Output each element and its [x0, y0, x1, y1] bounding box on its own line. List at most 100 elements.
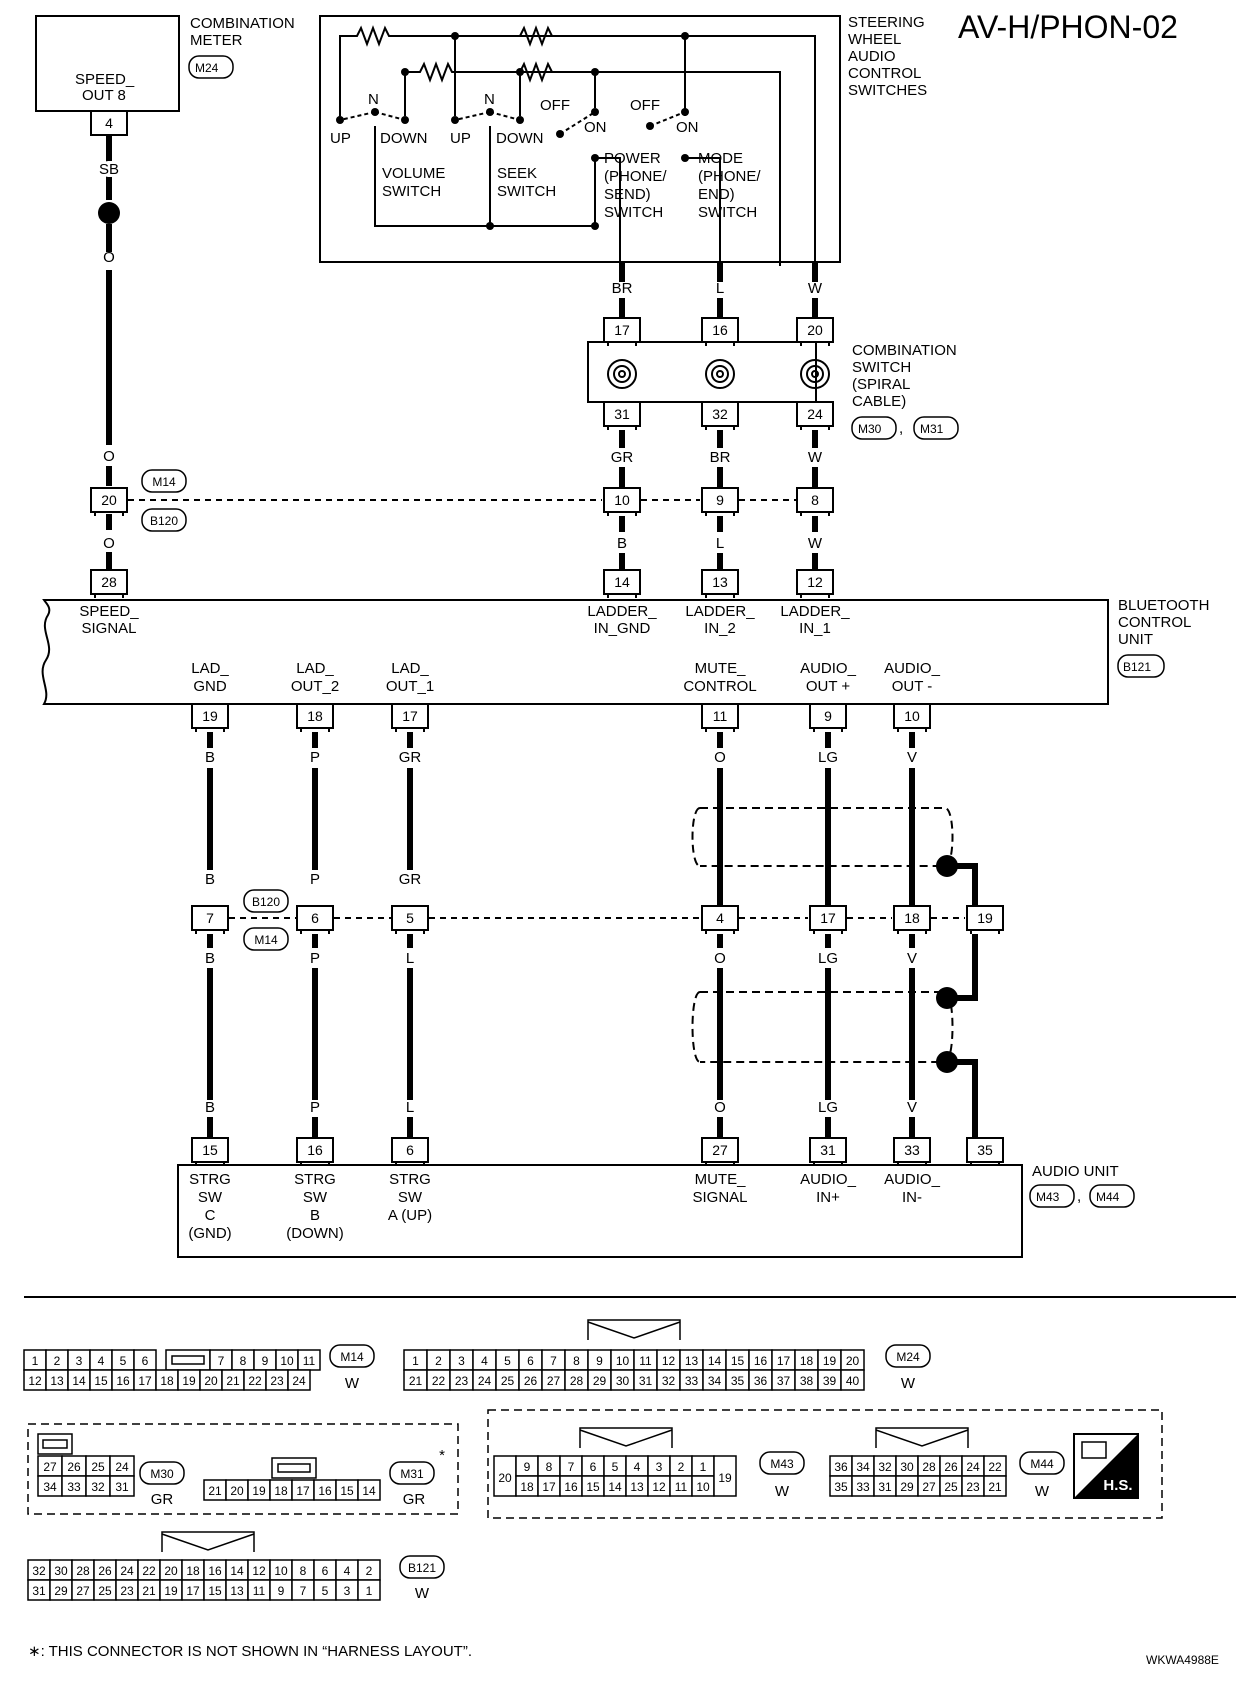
- m14-cavity: 1: [32, 1354, 39, 1368]
- wire-color-label: B: [205, 950, 215, 967]
- b121-cavity: 9: [278, 1584, 285, 1598]
- m24-cavity: 15: [731, 1354, 745, 1368]
- m31-cavity: 14: [362, 1484, 376, 1498]
- m30-cavity: 24: [115, 1460, 129, 1474]
- m30-cavity: 27: [43, 1460, 57, 1474]
- m43-cavity: 11: [675, 1480, 688, 1494]
- volume-label-1: VOLUME: [382, 165, 445, 182]
- joint-lower-pin: 6: [311, 910, 319, 926]
- btu-conn: B121: [1123, 660, 1151, 674]
- m24-cavity: 22: [432, 1374, 446, 1388]
- m24-cavity: 30: [616, 1374, 630, 1388]
- spiral-bottom-pin: 31: [614, 406, 630, 422]
- b121-cavity: 26: [98, 1564, 112, 1578]
- wire-color-label: W: [808, 535, 823, 552]
- m24-cavity: 5: [504, 1354, 511, 1368]
- b121-cavity: 19: [164, 1584, 178, 1598]
- m44-cavity: 34: [856, 1460, 870, 1474]
- audio-pin: 31: [820, 1142, 836, 1158]
- shield-joint-pin: 19: [977, 910, 993, 926]
- power-label-4: SWITCH: [604, 204, 663, 221]
- m43-cavity: 5: [612, 1460, 619, 1474]
- pin-box: [391, 905, 429, 931]
- cavity-lock: [37, 1433, 73, 1455]
- b121-color: W: [415, 1585, 430, 1602]
- m43-cavity: 12: [652, 1480, 666, 1494]
- btu-terminal-name: IN_1: [799, 620, 831, 637]
- audio-terminal-name: MUTE_: [695, 1171, 746, 1188]
- wire-color-label: P: [310, 749, 320, 766]
- spiral-title-1: COMBINATION: [852, 342, 957, 359]
- wire-color-sb: SB: [99, 161, 119, 178]
- b121-cavity: 10: [274, 1564, 288, 1578]
- pin-box: [966, 1137, 1004, 1163]
- m31-cavity: 18: [274, 1484, 288, 1498]
- pin-box: [191, 1137, 229, 1163]
- audio-terminal-name: SW: [398, 1189, 423, 1206]
- m43-cavity: 6: [590, 1460, 597, 1474]
- b121-cavity: 13: [230, 1584, 244, 1598]
- m24-cavity: 35: [731, 1374, 745, 1388]
- volume-n: N: [368, 91, 379, 108]
- m43-cavity: 10: [696, 1480, 710, 1494]
- pin-box: [701, 905, 739, 931]
- m30-cavity: 31: [115, 1480, 129, 1494]
- connector-badge: [243, 889, 289, 913]
- splice-dot: [98, 202, 120, 224]
- audio-terminal-name: (GND): [188, 1225, 231, 1242]
- pin-box: [191, 905, 229, 931]
- m31-cavity: 20: [230, 1484, 244, 1498]
- mode-off: OFF: [630, 97, 660, 114]
- m24-cavity: 24: [478, 1374, 492, 1388]
- meter-title-line1: COMBINATION: [190, 15, 295, 32]
- m43-cavity: 9: [524, 1460, 531, 1474]
- spiral-title-4: CABLE): [852, 393, 906, 410]
- b121-cavity: 1: [366, 1584, 373, 1598]
- joint-upper-conn-a: M14: [152, 475, 176, 489]
- wire-color-label: LG: [818, 749, 838, 766]
- pin-box: [90, 487, 128, 513]
- m31-star: *: [439, 1447, 445, 1464]
- wire-color-label: W: [808, 449, 823, 466]
- cavity: [713, 1455, 737, 1497]
- joint-lower-conn-a: B120: [252, 895, 280, 909]
- btu-top-pin: 12: [807, 574, 823, 590]
- wire-bg: SB: [99, 161, 119, 178]
- pin-box: [701, 703, 739, 729]
- m24-cavity: 33: [685, 1374, 699, 1388]
- m24-cavity: 21: [409, 1374, 423, 1388]
- pin-box: [809, 905, 847, 931]
- connector-badge: [329, 1344, 375, 1368]
- m24-cavity: 26: [524, 1374, 538, 1388]
- hs-icon-symbol: [1081, 1441, 1107, 1459]
- pin-box: [796, 487, 834, 513]
- b121-cavity: 32: [32, 1564, 46, 1578]
- m24-cavity: 29: [593, 1374, 607, 1388]
- wire-color-label: L: [406, 1099, 414, 1116]
- m24-cavity: 36: [754, 1374, 768, 1388]
- m24-cavity: 19: [823, 1354, 837, 1368]
- audio-pin: 33: [904, 1142, 920, 1158]
- hs-icon-fill: [1074, 1434, 1138, 1498]
- joint-upper-conn-b: B120: [150, 514, 178, 528]
- wire-color-o: O: [103, 249, 115, 266]
- m24-cavity: 6: [527, 1354, 534, 1368]
- m14-cavity: 19: [182, 1374, 196, 1388]
- wire-color-o-2: O: [103, 448, 115, 465]
- m44-cavity: 21: [988, 1480, 1002, 1494]
- m24-cavity: 2: [435, 1354, 442, 1368]
- pin-box: [701, 317, 739, 343]
- m14-cavity: 10: [280, 1354, 294, 1368]
- m31-cavity: 15: [340, 1484, 354, 1498]
- m30-cavity: 26: [67, 1460, 81, 1474]
- m31-color: GR: [403, 1491, 426, 1508]
- m24-cavity: 12: [662, 1354, 676, 1368]
- wire-color-label: L: [716, 280, 724, 297]
- lock-tab: [42, 1439, 68, 1449]
- m43-cavity: 15: [586, 1480, 600, 1494]
- btu-title-1: BLUETOOTH: [1118, 597, 1209, 614]
- shield-outline: [691, 807, 954, 867]
- m24-cavity: 40: [846, 1374, 860, 1388]
